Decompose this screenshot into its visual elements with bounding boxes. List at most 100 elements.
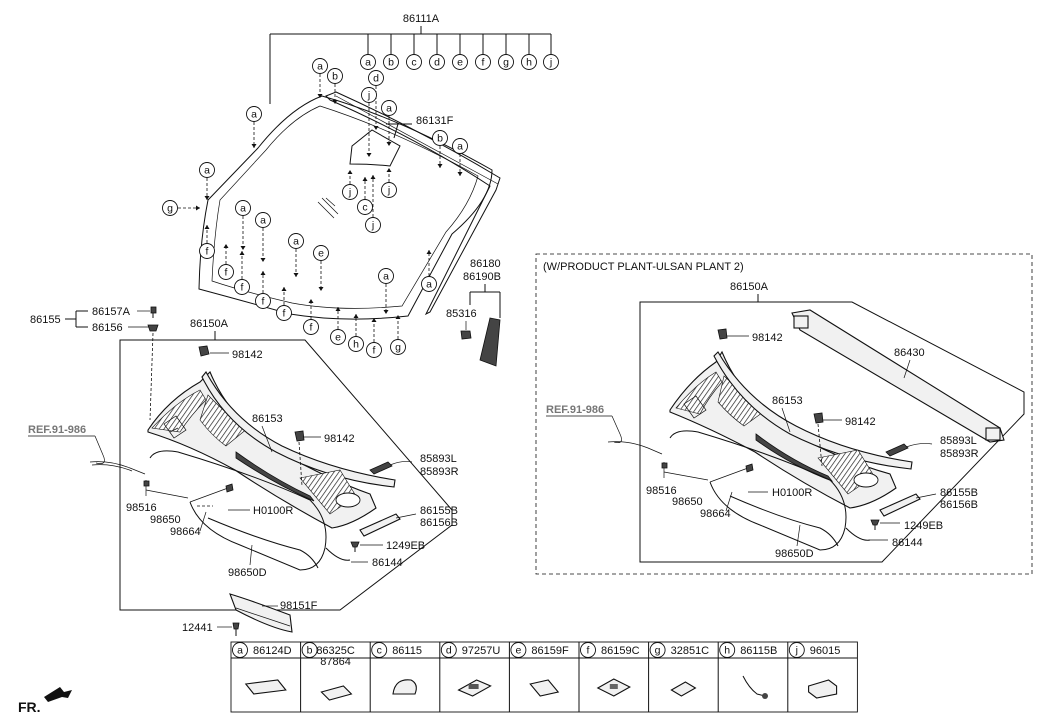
glass-letter-j-9-text: j	[348, 187, 351, 199]
label-86144-left: 86144	[372, 557, 403, 569]
label-98142-right-b: 98142	[845, 416, 876, 428]
glass-letter-f-23-text: f	[283, 308, 286, 320]
glass-letter-c-11-text: c	[362, 202, 367, 214]
glass-letter-a-7: a	[452, 138, 468, 154]
legend-letter-g: g	[649, 642, 666, 658]
glass-letter-a-5-text: a	[251, 109, 257, 121]
legend-part-d: 97257U	[462, 645, 501, 657]
legend-part-b-0: 86325C	[316, 645, 355, 657]
legend-cell-f: f 86159C	[580, 642, 640, 697]
glass-letter-e-19: e	[313, 245, 329, 261]
legend-icon-d	[457, 679, 492, 697]
legend-part-g: 32851C	[671, 645, 710, 657]
label-86111a: 86111A	[403, 13, 440, 25]
top-letter-e-text: e	[457, 57, 463, 69]
front-direction-indicator: FR.	[18, 687, 72, 715]
label-98142-right-a: 98142	[752, 332, 783, 344]
top-letter-g-text: g	[503, 57, 509, 69]
legend-letter-a: a	[232, 642, 248, 658]
top-letter-j-text: j	[549, 57, 552, 69]
glass-letter-f-17: f	[199, 243, 215, 259]
top-letter-f: f	[475, 54, 491, 70]
glass-letter-a-0: a	[312, 58, 328, 74]
legend-part-c: 86115	[392, 645, 422, 657]
top-letter-h-text: h	[526, 57, 532, 69]
glass-letter-a-13: a	[421, 276, 437, 292]
legend-icon-f	[596, 678, 631, 697]
glass-letter-g-14: g	[162, 200, 178, 216]
top-letter-d: d	[429, 54, 445, 70]
glass-letter-b-1-text: b	[332, 71, 338, 83]
label-85893l-right: 85893L	[940, 435, 977, 447]
legend-icon-g	[670, 681, 697, 697]
legend-letter-c-text: c	[377, 645, 382, 657]
top-letter-b: b	[383, 54, 399, 70]
glass-letter-f-20-text: f	[225, 267, 228, 279]
ref-91-986-left[interactable]: REF.91-986	[28, 424, 86, 436]
label-98650d-right: 98650D	[775, 548, 814, 560]
lower-bracket-group: 98151F 12441	[182, 593, 318, 636]
glass-letter-f-23: f	[276, 305, 292, 321]
label-86150a-left: 86150A	[190, 318, 229, 330]
glass-letter-j-9: j	[342, 184, 358, 200]
legend-letter-a-text: a	[237, 645, 243, 657]
glass-letter-f-20: f	[218, 264, 234, 280]
top-letter-a-text: a	[365, 57, 371, 69]
label-85893r-right: 85893R	[940, 448, 979, 460]
label-12441: 12441	[182, 622, 213, 634]
legend-letter-d-text: d	[446, 645, 452, 657]
glass-letter-a-4: a	[381, 100, 397, 116]
glass-letter-d-2-text: d	[373, 73, 379, 85]
legend-letter-d: d	[440, 642, 457, 658]
label-h0100r-right: H0100R	[772, 487, 812, 499]
label-98142-left-b: 98142	[324, 433, 355, 445]
label-86150a-right: 86150A	[730, 281, 769, 293]
top-letter-h: h	[521, 54, 537, 70]
top-letter-a: a	[360, 54, 376, 70]
glass-letter-a-16-text: a	[260, 215, 266, 227]
legend-part-f: 86159C	[601, 645, 640, 657]
label-1249eb-right: 1249EB	[904, 520, 943, 532]
label-86190b: 86190B	[463, 271, 501, 283]
glass-letter-f-24-text: f	[310, 322, 313, 334]
label-1249eb-left: 1249EB	[386, 540, 425, 552]
glass-letter-a-29: a	[378, 268, 394, 284]
glass-letter-f-21-text: f	[241, 282, 244, 294]
legend-letter-c: c	[371, 642, 388, 658]
glass-letter-a-18: a	[288, 233, 304, 249]
top-letter-b-text: b	[388, 57, 394, 69]
glass-letter-g-28: g	[390, 339, 406, 355]
glass-letter-b-6-text: b	[437, 133, 443, 145]
legend-part-h: 86115B	[740, 645, 777, 657]
glass-letter-a-8: a	[199, 162, 215, 178]
legend-cell-d: d 97257U	[440, 642, 501, 697]
glass-letter-a-15: a	[235, 200, 251, 216]
legend-letter-e-text: e	[515, 645, 521, 657]
label-98516-left: 98516	[126, 502, 157, 514]
legend-letter-b: b	[301, 642, 318, 658]
label-86144-right: 86144	[892, 537, 923, 549]
glass-letter-a-5: a	[246, 106, 262, 122]
legend-letter-f: f	[580, 642, 596, 658]
label-86156b-left: 86156B	[420, 517, 458, 529]
glass-letter-a-0-text: a	[317, 61, 323, 73]
ref-91-986-right[interactable]: REF.91-986	[546, 404, 604, 416]
legend-cell-g: g 32851C	[649, 642, 710, 697]
left-cowl-assembly: 86150A 98142 86153 98142 85893L 85893R 8…	[28, 318, 459, 611]
mirror-bracket-group: 86180 86190B 85316	[446, 258, 501, 367]
glass-letter-a-13-text: a	[426, 279, 432, 291]
top-letter-e: e	[452, 54, 468, 70]
label-86430: 86430	[894, 347, 925, 359]
label-86156b-right: 86156B	[940, 499, 978, 511]
label-86153-left: 86153	[252, 413, 283, 425]
variant-title: (W/PRODUCT PLANT-ULSAN PLANT 2)	[543, 261, 744, 273]
legend-letter-b-text: b	[307, 645, 313, 657]
glass-letter-j-10: j	[381, 182, 397, 198]
glass-letter-a-8-text: a	[204, 165, 210, 177]
glass-letter-b-6: b	[432, 130, 448, 146]
